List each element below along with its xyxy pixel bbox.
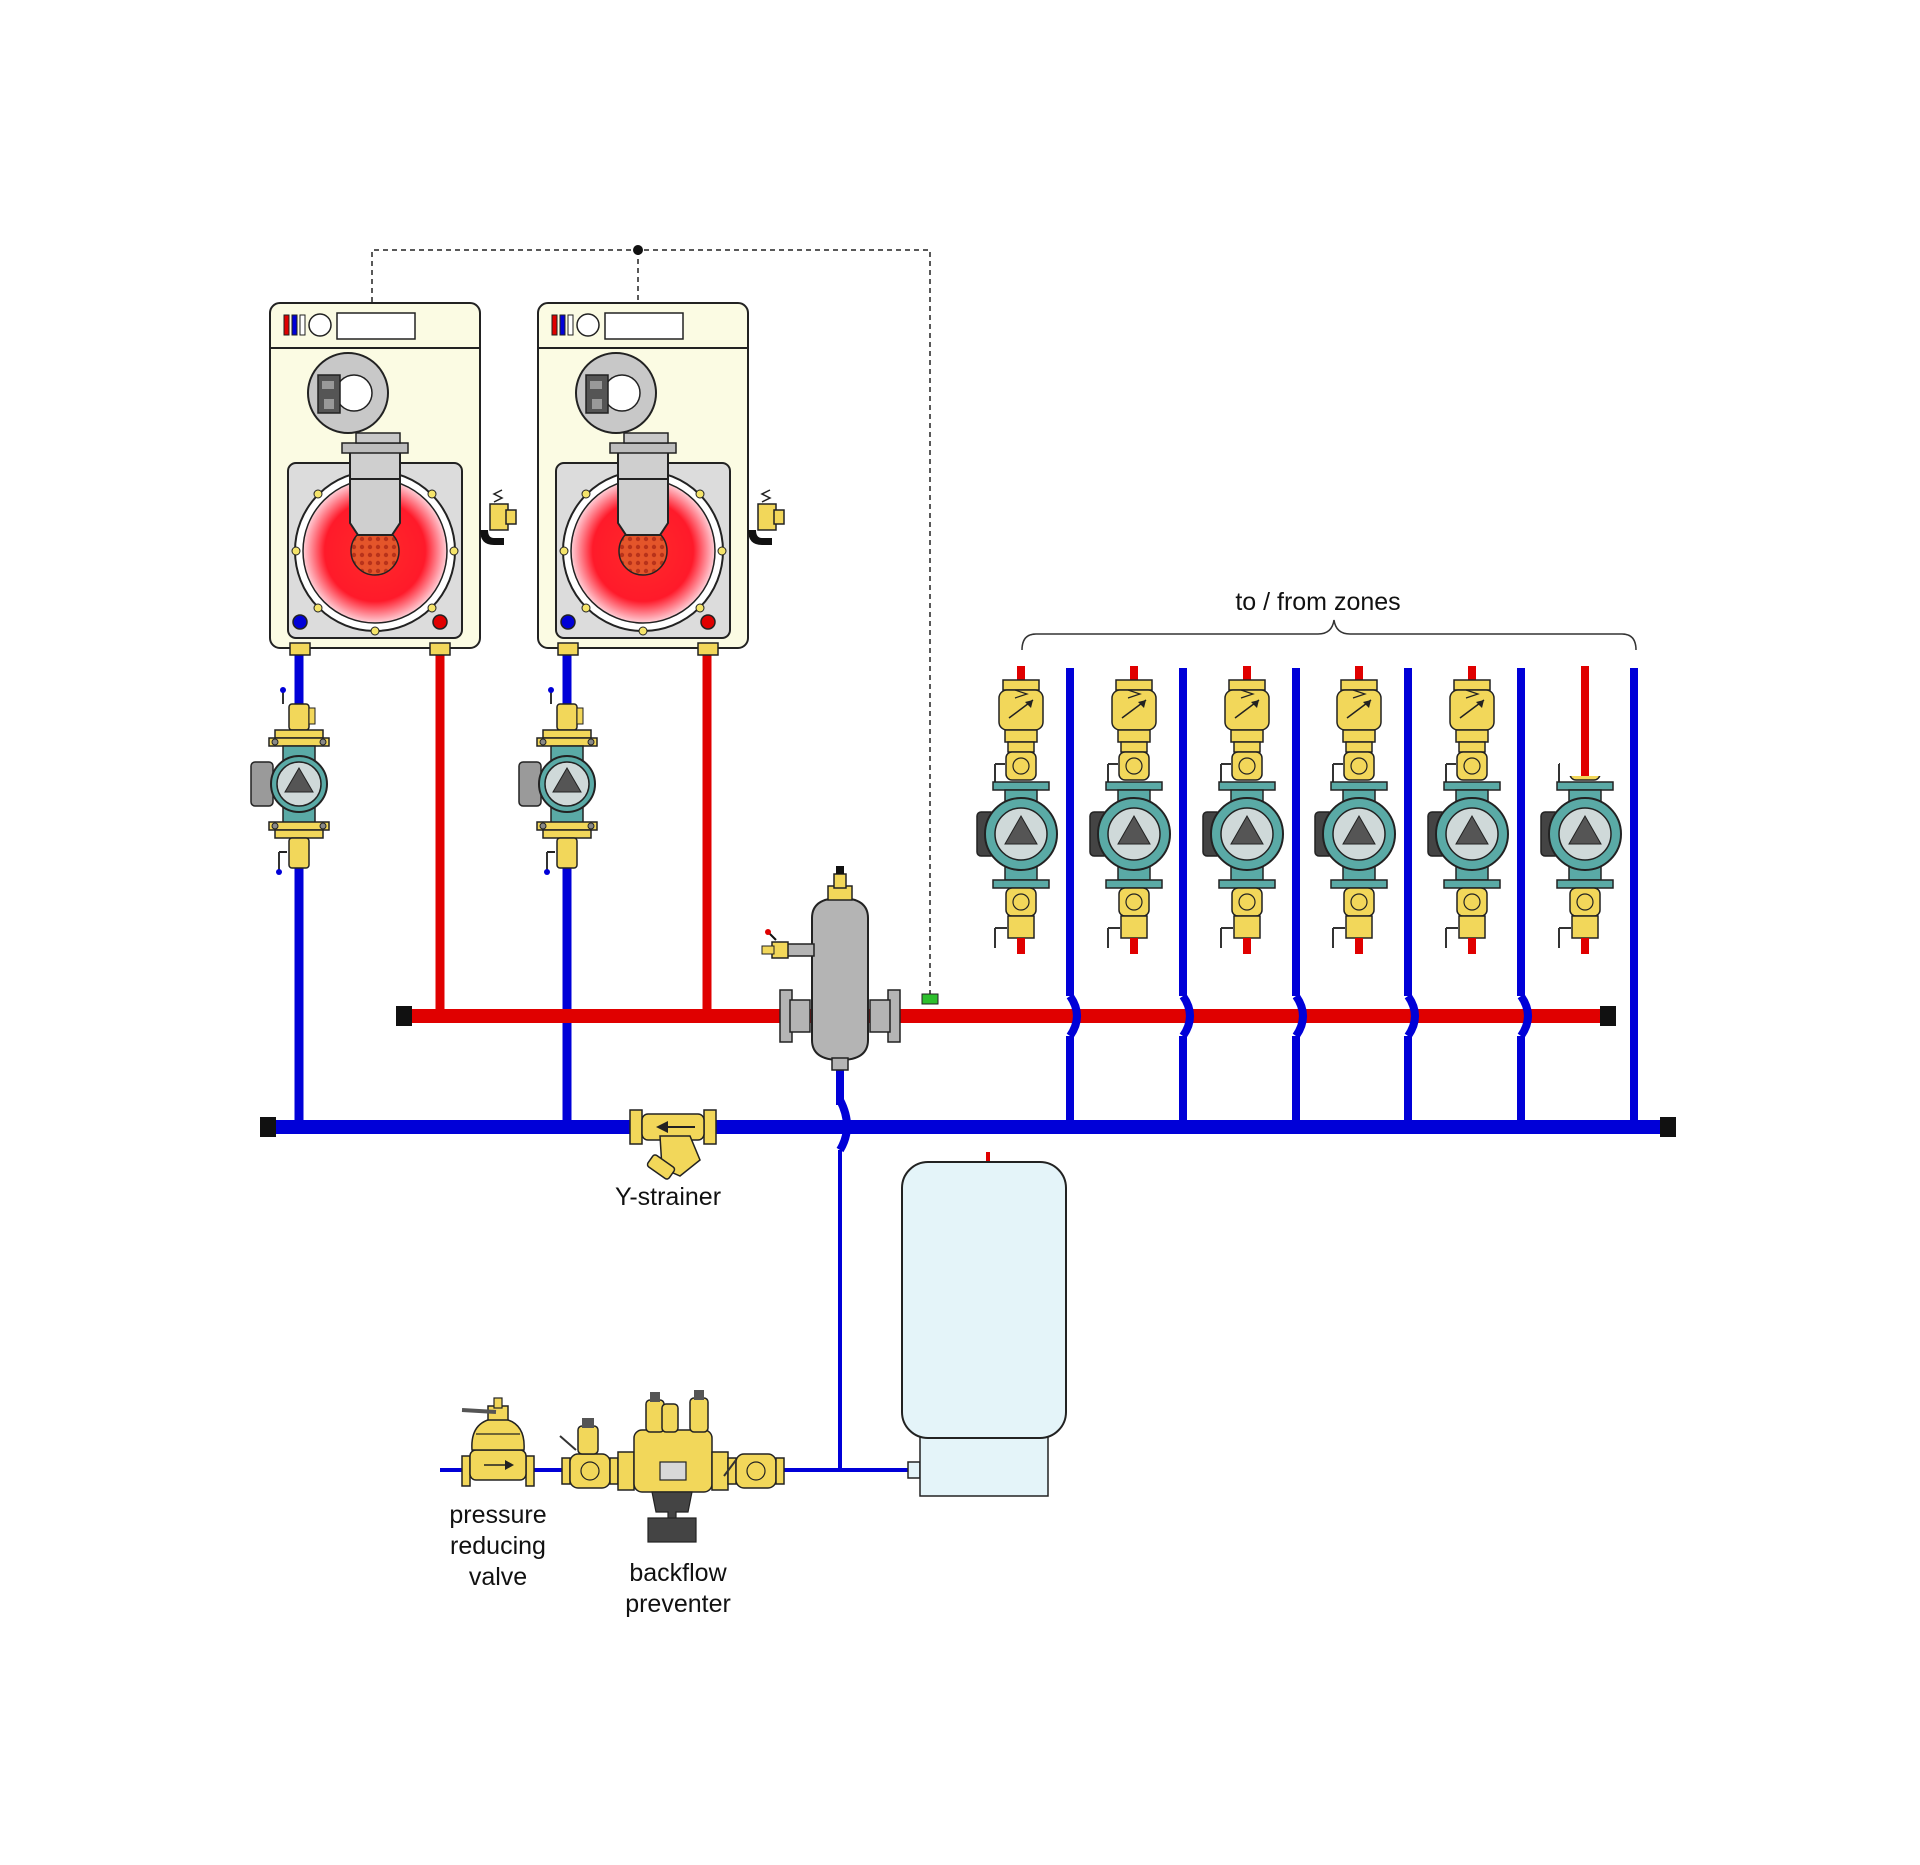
- bfp-label-line1: backflow: [629, 1559, 727, 1587]
- boiler-2: [537, 302, 749, 656]
- zone-circulator-4: [1314, 665, 1396, 955]
- zone-circulator-1: [976, 665, 1058, 955]
- prv-label-line2: reducing: [450, 1532, 546, 1560]
- bfp-label-line2: preventer: [625, 1590, 731, 1618]
- boiler-2-circulator: [518, 686, 598, 876]
- expansion-tank: [901, 1152, 1067, 1497]
- boiler-1: [269, 302, 481, 656]
- zone-circulator-5: [1427, 665, 1509, 955]
- return-header-cap-right: [1660, 1117, 1676, 1137]
- boiler-return-pipes: [294, 620, 572, 1127]
- supply-header-cap-right: [1600, 1006, 1616, 1026]
- zones-bracket: [1021, 619, 1637, 651]
- hydraulic-separator: [761, 866, 901, 1153]
- return-header-cap-left: [260, 1117, 276, 1137]
- boiler-supply-pipes: [435, 650, 712, 1016]
- supply-header-cap-left: [396, 1006, 412, 1026]
- zone-return-risers: [1066, 668, 1638, 1127]
- prv-label-line3: valve: [469, 1563, 527, 1591]
- boiler-2-relief-valve: [747, 489, 785, 546]
- control-wiring: [371, 249, 931, 994]
- boiler-1-circulator: [250, 686, 330, 876]
- zone-circulator-2: [1089, 665, 1171, 955]
- y-strainer: [629, 1109, 717, 1180]
- zones-label: to / from zones: [1235, 588, 1400, 616]
- boiler-1-relief-valve: [479, 489, 517, 546]
- y-strainer-label: Y-strainer: [615, 1183, 721, 1211]
- pressure-reducing-valve: [461, 1397, 535, 1487]
- backflow-preventer: [559, 1390, 785, 1543]
- zone-circulator-3: [1202, 665, 1284, 955]
- prv-label-line1: pressure: [449, 1501, 546, 1529]
- wiring-junction: [633, 245, 643, 255]
- header-temperature-sensor: [921, 993, 939, 1005]
